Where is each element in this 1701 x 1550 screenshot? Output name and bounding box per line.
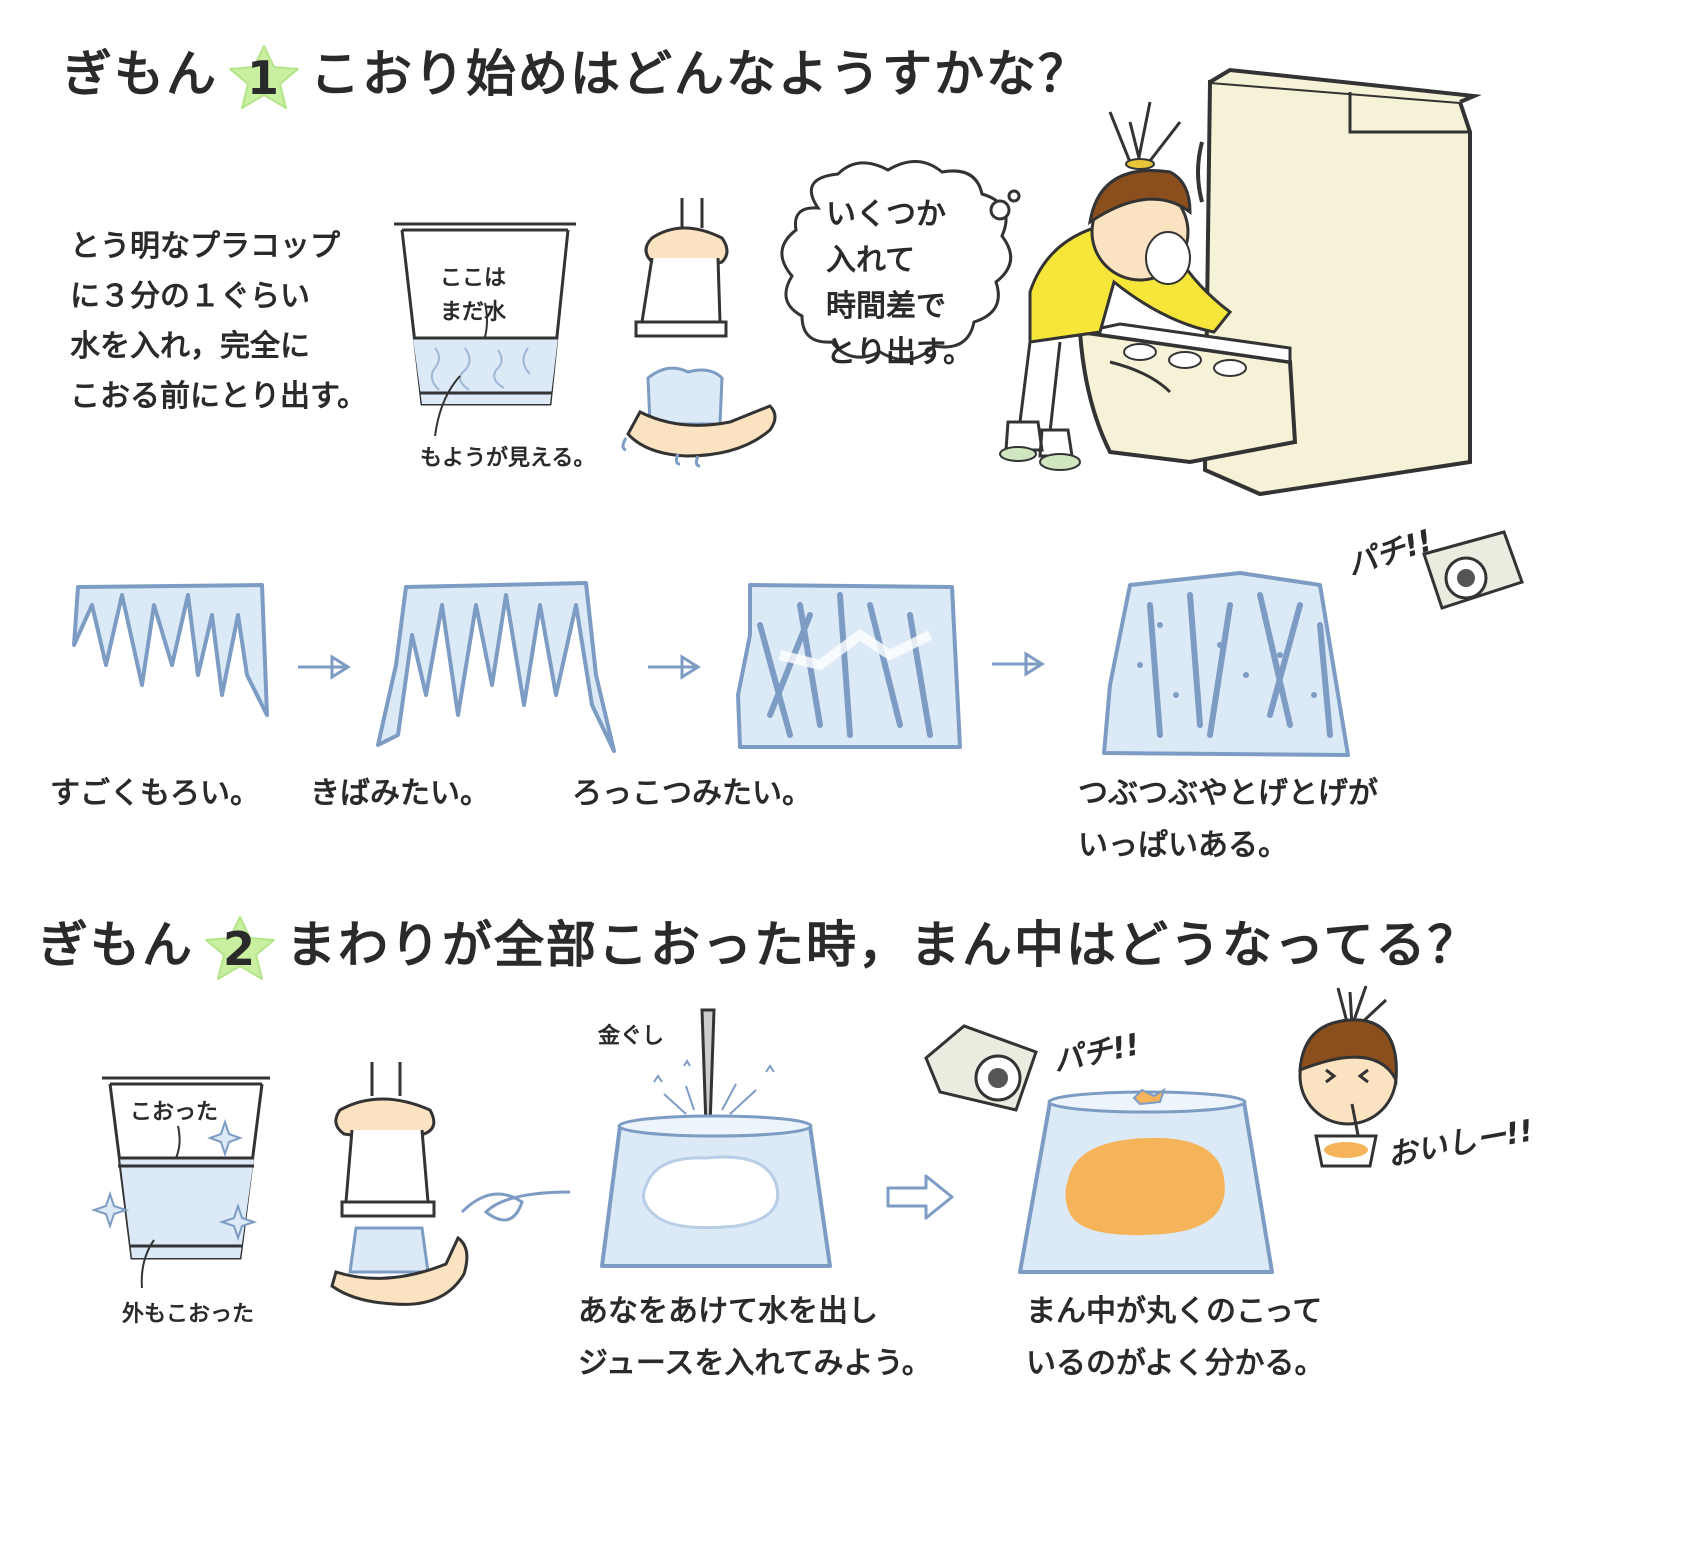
ice-stage-4 [1102,571,1350,757]
arrow-right-icon [992,651,1045,677]
section2-heading: ぎもん 2 まわりが全部こおった時，まん中はどうなってる？ [38,905,1480,984]
thought-bubble-shape [780,160,1021,362]
section2-number: 2 [222,921,257,976]
section1-prefix: ぎもん [62,45,218,103]
arrow-right-icon [886,1174,954,1220]
camera-sfx-2: パチ!! [1050,1027,1143,1080]
girl-and-freezer-illustration [999,67,1482,497]
section1-number: 1 [246,50,281,105]
star-icon [205,915,275,980]
cup-label-pattern-visible: もようが見える。 [420,446,596,471]
caption-make-hole: あなをあけて水を出し ジュースを入れてみよう。 [578,1294,932,1381]
section1-number-badge: 1 [224,43,304,113]
cup-label-frozen: こおった [130,1100,219,1125]
ice-stage-2 [376,581,616,753]
hands-removing-ice-block-illustration [330,1062,571,1306]
star-icon [229,44,299,109]
section1-intro-text: とう明なプラコップ に３分の１ぐらい 水を入れ，完全に こおる前にとり出す。 [70,229,367,414]
girl-drinking-illustration [1298,985,1398,1168]
arrow-right-icon [298,654,351,680]
section2-title: まわりが全部こおった時，まん中はどうなってる？ [286,916,1480,974]
section2-number-badge: 2 [200,914,280,984]
stage-caption-1: すごくもろい。 [50,776,260,811]
section1-heading: ぎもん 1 こおり始めはどんなようすかな？ [62,34,1090,113]
section1-title: こおり始めはどんなようすかな？ [310,45,1090,103]
thought-bubble-text: いくつか 入れて 時間差で とり出す。 [826,197,973,370]
ice-block-skewer-illustration [600,1008,832,1268]
skewer-label: 金ぐし [598,1024,665,1049]
stage-caption-4: つぶつぶやとげとげが いっぱいある。 [1078,776,1378,863]
frozen-cup-illustration [90,1076,270,1289]
camera-icon [1422,530,1524,610]
stage-caption-2: きばみたい。 [310,776,490,811]
ice-block-juice-illustration [1018,1087,1274,1274]
section2-prefix: ぎもん [38,916,194,974]
ice-stage-1 [72,583,269,717]
arrow-right-icon [648,654,701,680]
caption-center-remains: まん中が丸くのこって いるのがよく分かる。 [1026,1294,1325,1381]
cup-with-water-illustration [394,222,576,437]
cup-label-outside-frozen: 外もこおった [122,1302,255,1327]
ice-stage-3 [736,583,962,749]
camera-icon [924,1024,1038,1112]
stage-caption-3: ろっこつみたい。 [572,776,812,811]
hands-removing-ice-illustration [621,198,777,468]
cup-label-still-water: ここは まだ水 [440,266,507,325]
